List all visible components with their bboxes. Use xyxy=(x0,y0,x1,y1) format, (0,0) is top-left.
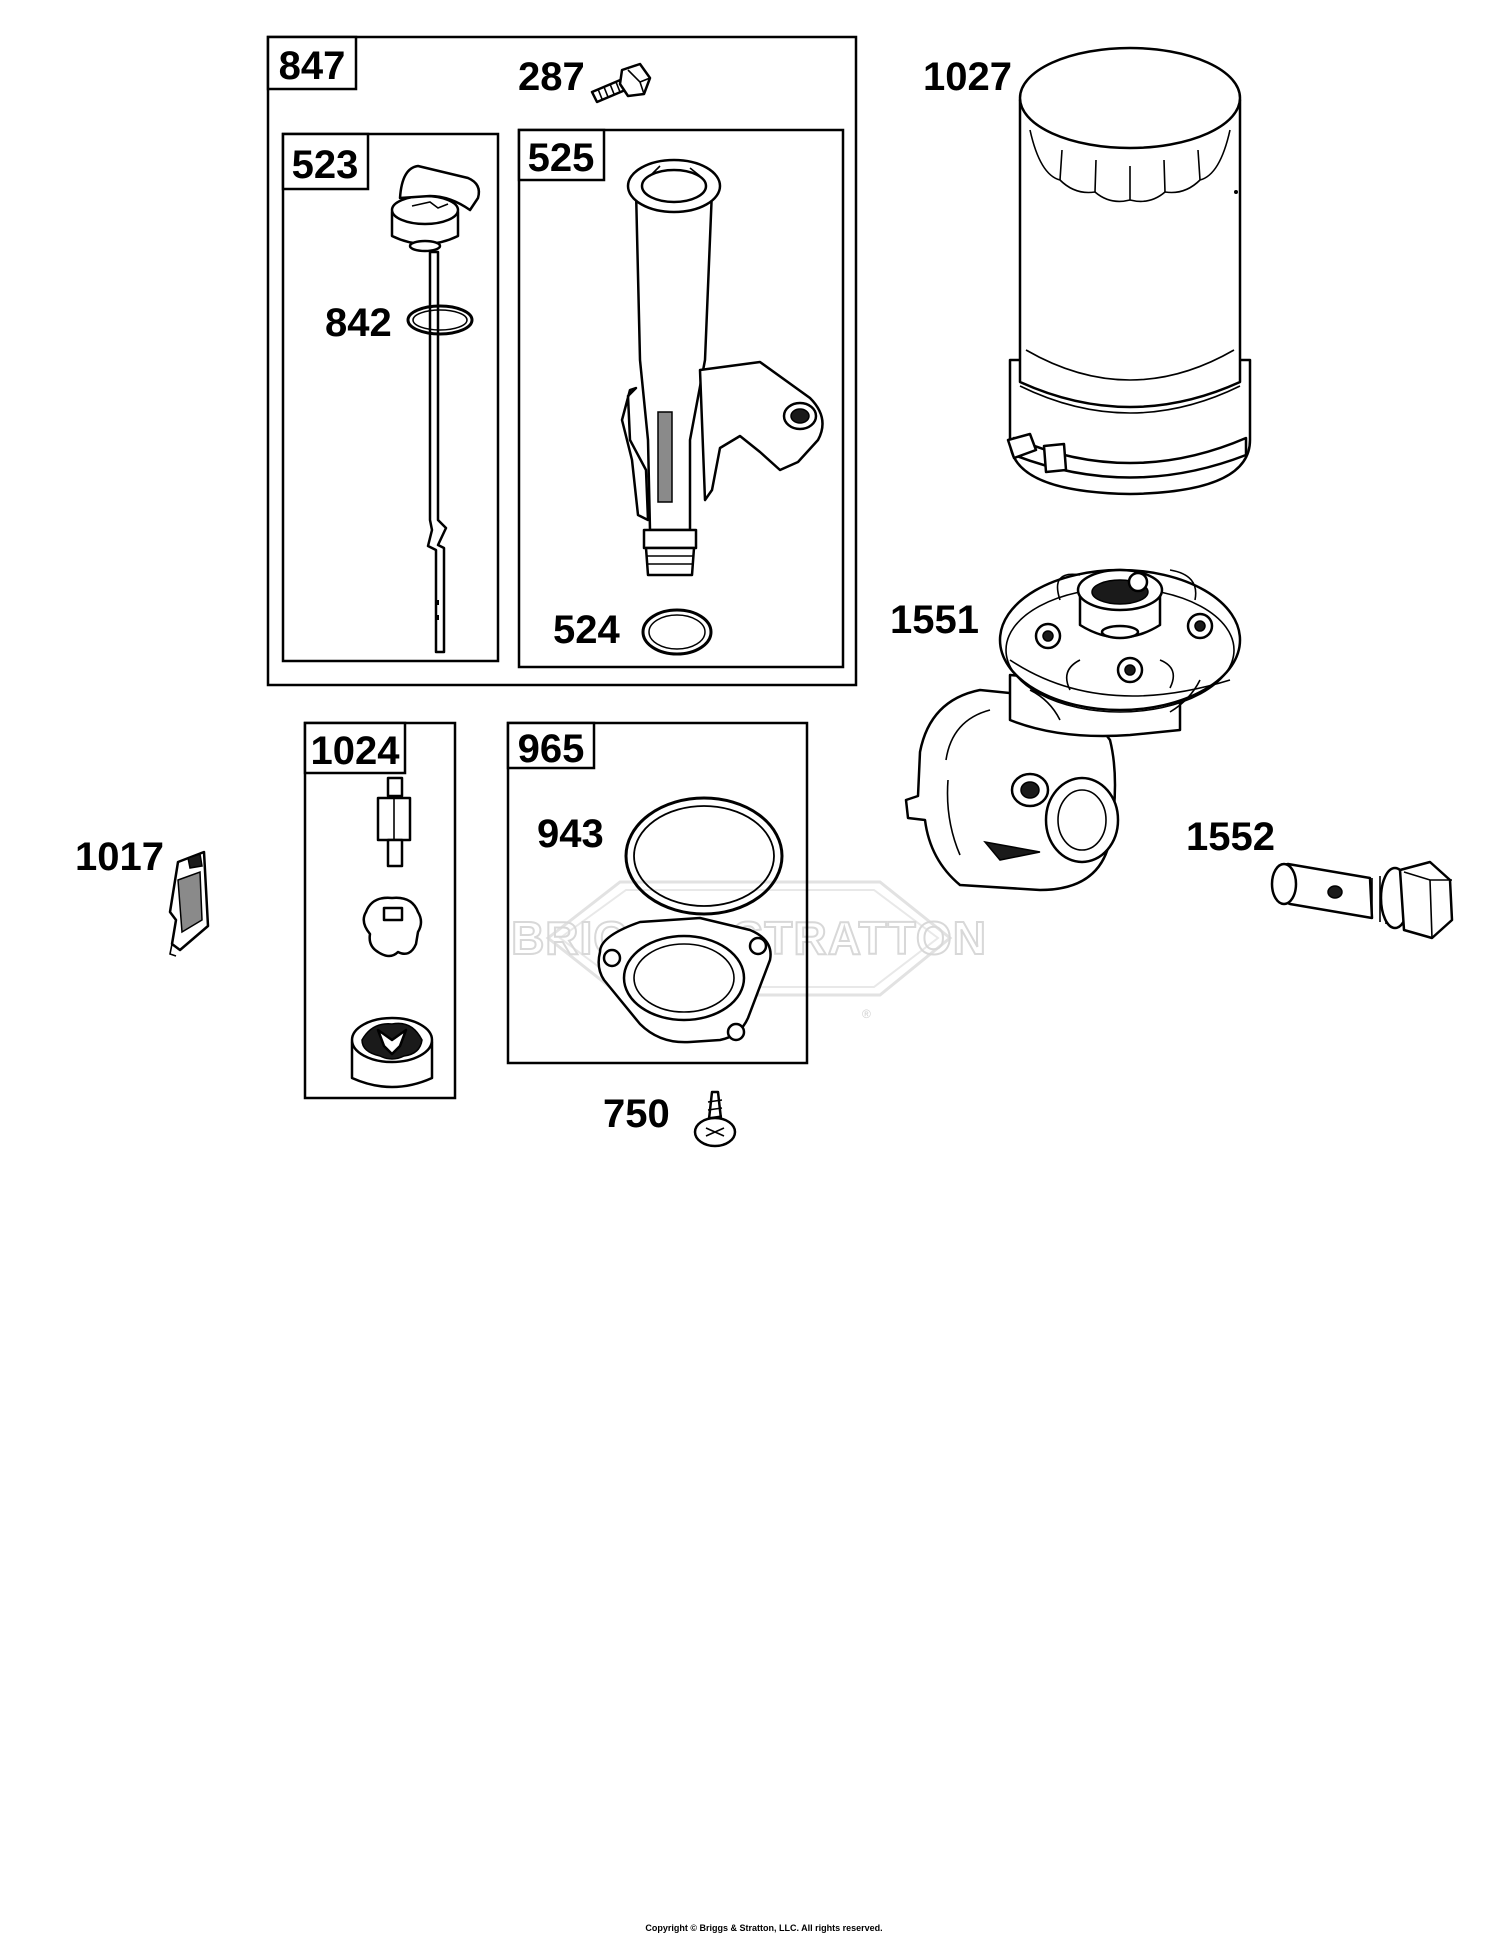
box-label-525: 525 xyxy=(528,136,595,180)
callout-1017: 1017 xyxy=(75,835,164,879)
adapter-bolt-icon xyxy=(1270,860,1454,940)
o-ring-icon xyxy=(406,304,474,336)
gasket-ring-icon xyxy=(624,796,784,916)
box-label-523: 523 xyxy=(292,143,359,187)
kit-box-523: 523 xyxy=(281,132,500,663)
watermark-registered: ® xyxy=(862,1007,871,1021)
fill-tube-icon xyxy=(620,158,824,577)
callout-750: 750 xyxy=(603,1092,670,1136)
pump-rotor-icon xyxy=(350,776,434,1089)
callout-524: 524 xyxy=(553,608,620,652)
box-label-965: 965 xyxy=(518,727,585,771)
kit-box-847: 847 xyxy=(266,35,858,687)
callout-287: 287 xyxy=(518,55,585,99)
callout-1552: 1552 xyxy=(1186,815,1275,859)
oil-filter-icon xyxy=(1006,46,1252,496)
kit-box-1024: 1024 xyxy=(303,721,457,1100)
screw-icon xyxy=(590,62,652,104)
filter-adapter-icon xyxy=(904,568,1242,892)
kit-box-525: 525 xyxy=(517,128,845,669)
callout-842: 842 xyxy=(325,301,392,345)
box-label-1024: 1024 xyxy=(311,729,401,773)
dipstick-icon xyxy=(390,164,481,654)
screw-icon xyxy=(693,1090,737,1148)
callout-1027: 1027 xyxy=(923,55,1012,99)
copyright-text: Copyright © Briggs & Stratton, LLC. All … xyxy=(645,1923,882,1933)
kit-box-965: 965 xyxy=(506,721,809,1065)
box-label-847: 847 xyxy=(279,44,346,88)
clip-icon xyxy=(168,850,210,957)
cover-plate-icon xyxy=(597,916,772,1044)
o-ring-icon xyxy=(641,608,713,656)
callout-943: 943 xyxy=(537,812,604,856)
callout-1551: 1551 xyxy=(890,598,979,642)
